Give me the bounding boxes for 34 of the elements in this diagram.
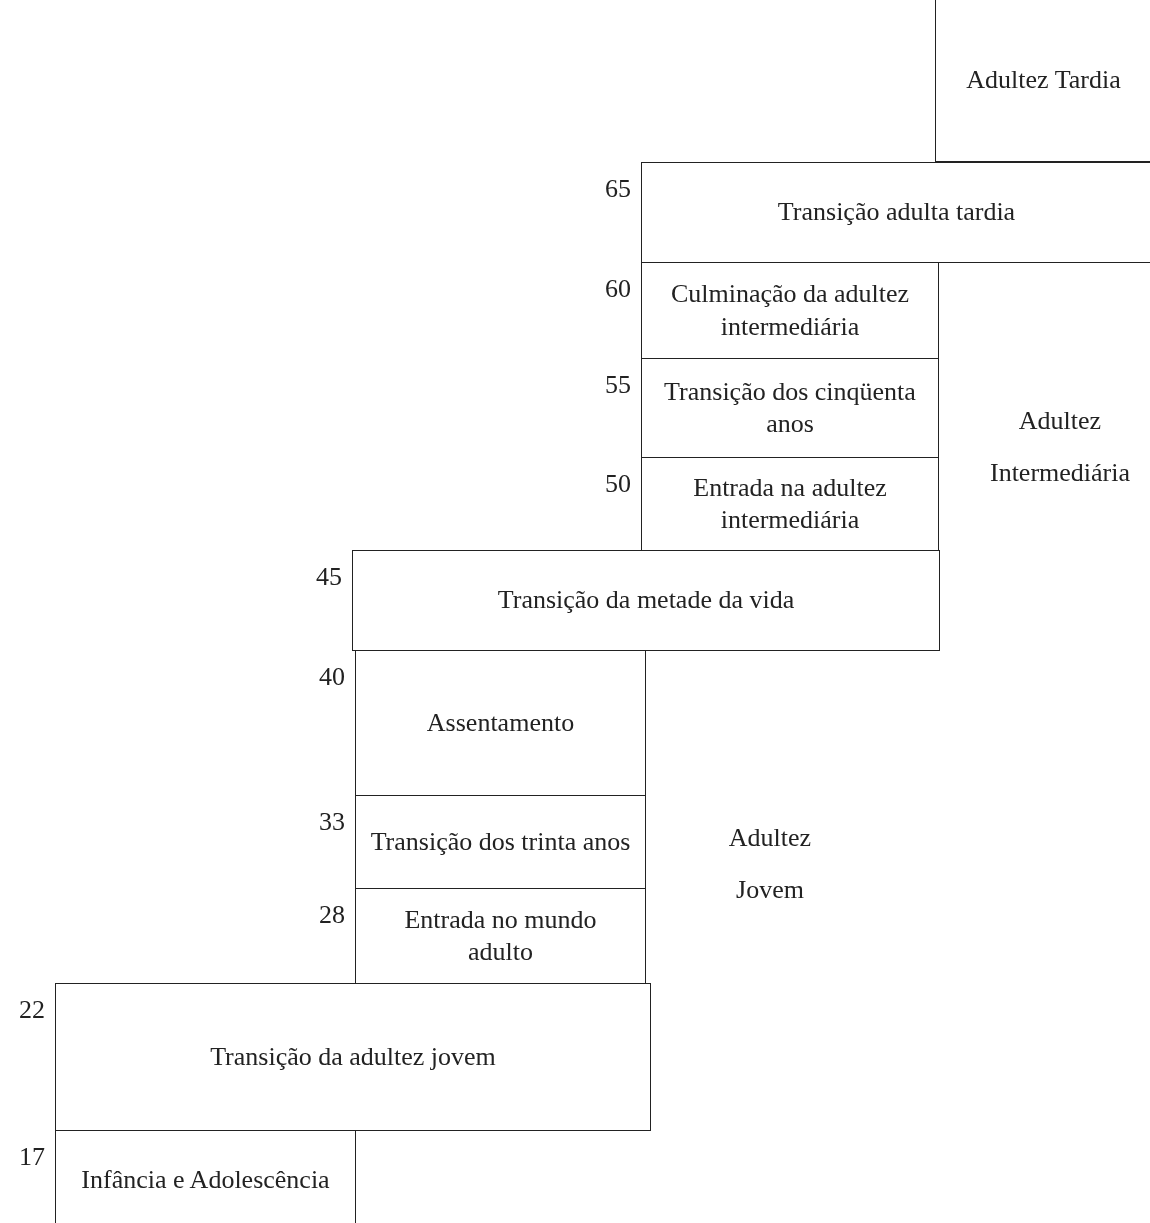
stage-name: Transição dos cinqüenta anos <box>663 375 917 440</box>
age-label: 65 <box>604 176 631 202</box>
age-label: 60 <box>604 276 631 302</box>
stage-name: Transição adulta tardia <box>776 196 1017 229</box>
age-label: 28 <box>318 902 345 928</box>
stage-name: Transição dos trinta anos <box>369 825 632 858</box>
stage-name: Entrada na adultez intermediária <box>692 471 888 536</box>
stage-name: Infância e Adolescência <box>80 1163 331 1196</box>
stage-box <box>641 457 939 551</box>
stage-box <box>352 550 940 651</box>
stage-name: Entrada no mundo adulto <box>403 903 598 968</box>
stage-box <box>641 162 1150 263</box>
era-label: Adultez Intermediária <box>989 405 1131 489</box>
stage-box <box>935 0 1150 162</box>
stage-box <box>355 888 646 984</box>
stage-name: Culminação da adultez intermediária <box>669 278 911 343</box>
age-label: 55 <box>604 372 631 398</box>
stage-box <box>641 358 939 458</box>
stage-name: Transição da metade da vida <box>496 584 796 617</box>
age-label: 50 <box>604 471 631 497</box>
era-label: Adultez Jovem <box>727 822 813 906</box>
stage-box <box>355 650 646 796</box>
age-label: 45 <box>315 564 342 590</box>
age-label: 33 <box>318 809 345 835</box>
stage-box <box>55 1130 356 1223</box>
stage-name: Transição da adultez jovem <box>209 1040 497 1073</box>
stage-box <box>355 795 646 889</box>
stage-name: Adultez Tardia <box>965 63 1122 96</box>
stage-name: Assentamento <box>425 706 576 739</box>
age-label: 22 <box>18 997 45 1023</box>
age-label: 40 <box>318 664 345 690</box>
stage-box <box>55 983 651 1131</box>
age-label: 17 <box>18 1144 45 1170</box>
stage-box <box>641 262 939 359</box>
